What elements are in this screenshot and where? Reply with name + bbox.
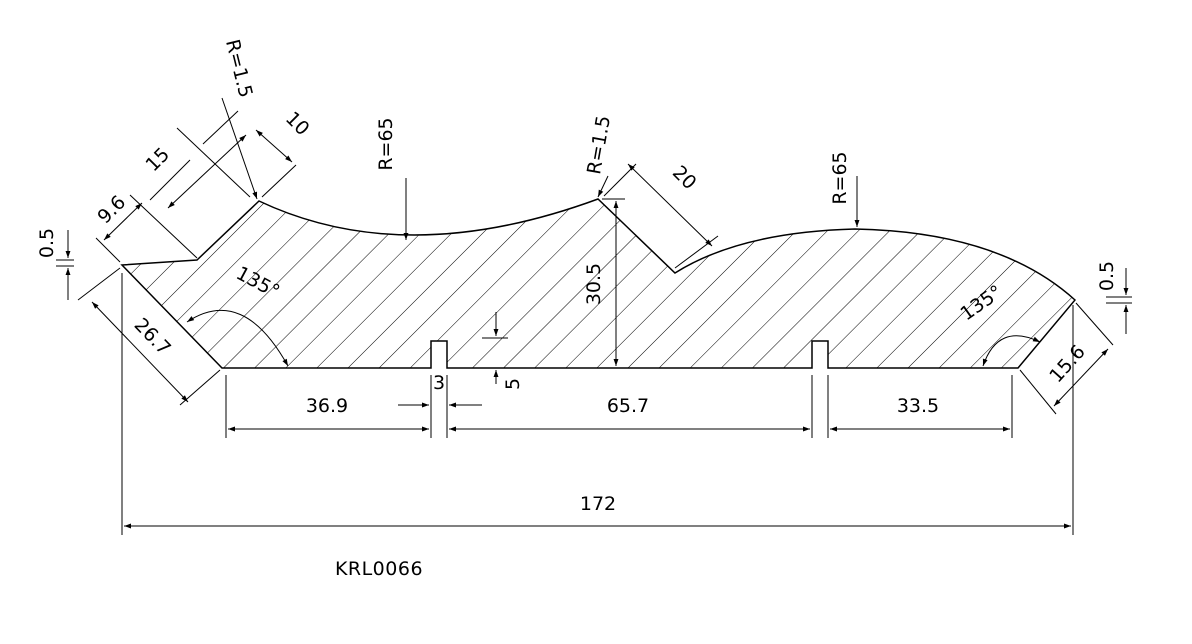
dim-left-chamfer: 26.7 bbox=[130, 314, 175, 360]
dim-mid-slope: 20 bbox=[668, 161, 701, 194]
dim-left-gap: 0.5 bbox=[36, 228, 58, 258]
dim-groove-depth: 5 bbox=[502, 378, 524, 390]
dim-total-width: 172 bbox=[580, 493, 616, 515]
profile-outline bbox=[120, 198, 1077, 369]
dim-groove-width: 3 bbox=[433, 372, 445, 394]
radius-right-convex: R=65 bbox=[829, 151, 851, 204]
radius-left-concave: R=65 bbox=[375, 117, 397, 170]
drawing-code: KRL0066 bbox=[335, 558, 423, 580]
radius-callouts: R=1.5 R=65 R=1.5 R=65 bbox=[221, 37, 860, 240]
peak-height-dimension: 30.5 bbox=[583, 198, 625, 366]
radius-peak: R=1.5 bbox=[583, 114, 615, 176]
dim-left-offset: 9.6 bbox=[93, 191, 130, 228]
dim-left-flat: 15 bbox=[141, 143, 174, 176]
dim-peak-height: 30.5 bbox=[583, 263, 605, 305]
right-gap-dimension: 0.5 bbox=[1096, 261, 1132, 334]
dim-middle-segment: 65.7 bbox=[607, 395, 649, 417]
radius-left-corner: R=1.5 bbox=[221, 37, 257, 100]
dim-right-chamfer: 15.6 bbox=[1045, 341, 1090, 387]
dim-left-step: 10 bbox=[281, 107, 314, 140]
dim-right-gap: 0.5 bbox=[1096, 261, 1118, 291]
left-gap-dimension: 0.5 bbox=[36, 228, 74, 300]
dim-right-segment: 33.5 bbox=[897, 395, 939, 417]
groove-depth-dimension: 5 bbox=[482, 312, 524, 390]
dim-left-segment: 36.9 bbox=[306, 395, 348, 417]
bottom-dimensions: 36.9 3 65.7 33.5 bbox=[225, 372, 1013, 438]
